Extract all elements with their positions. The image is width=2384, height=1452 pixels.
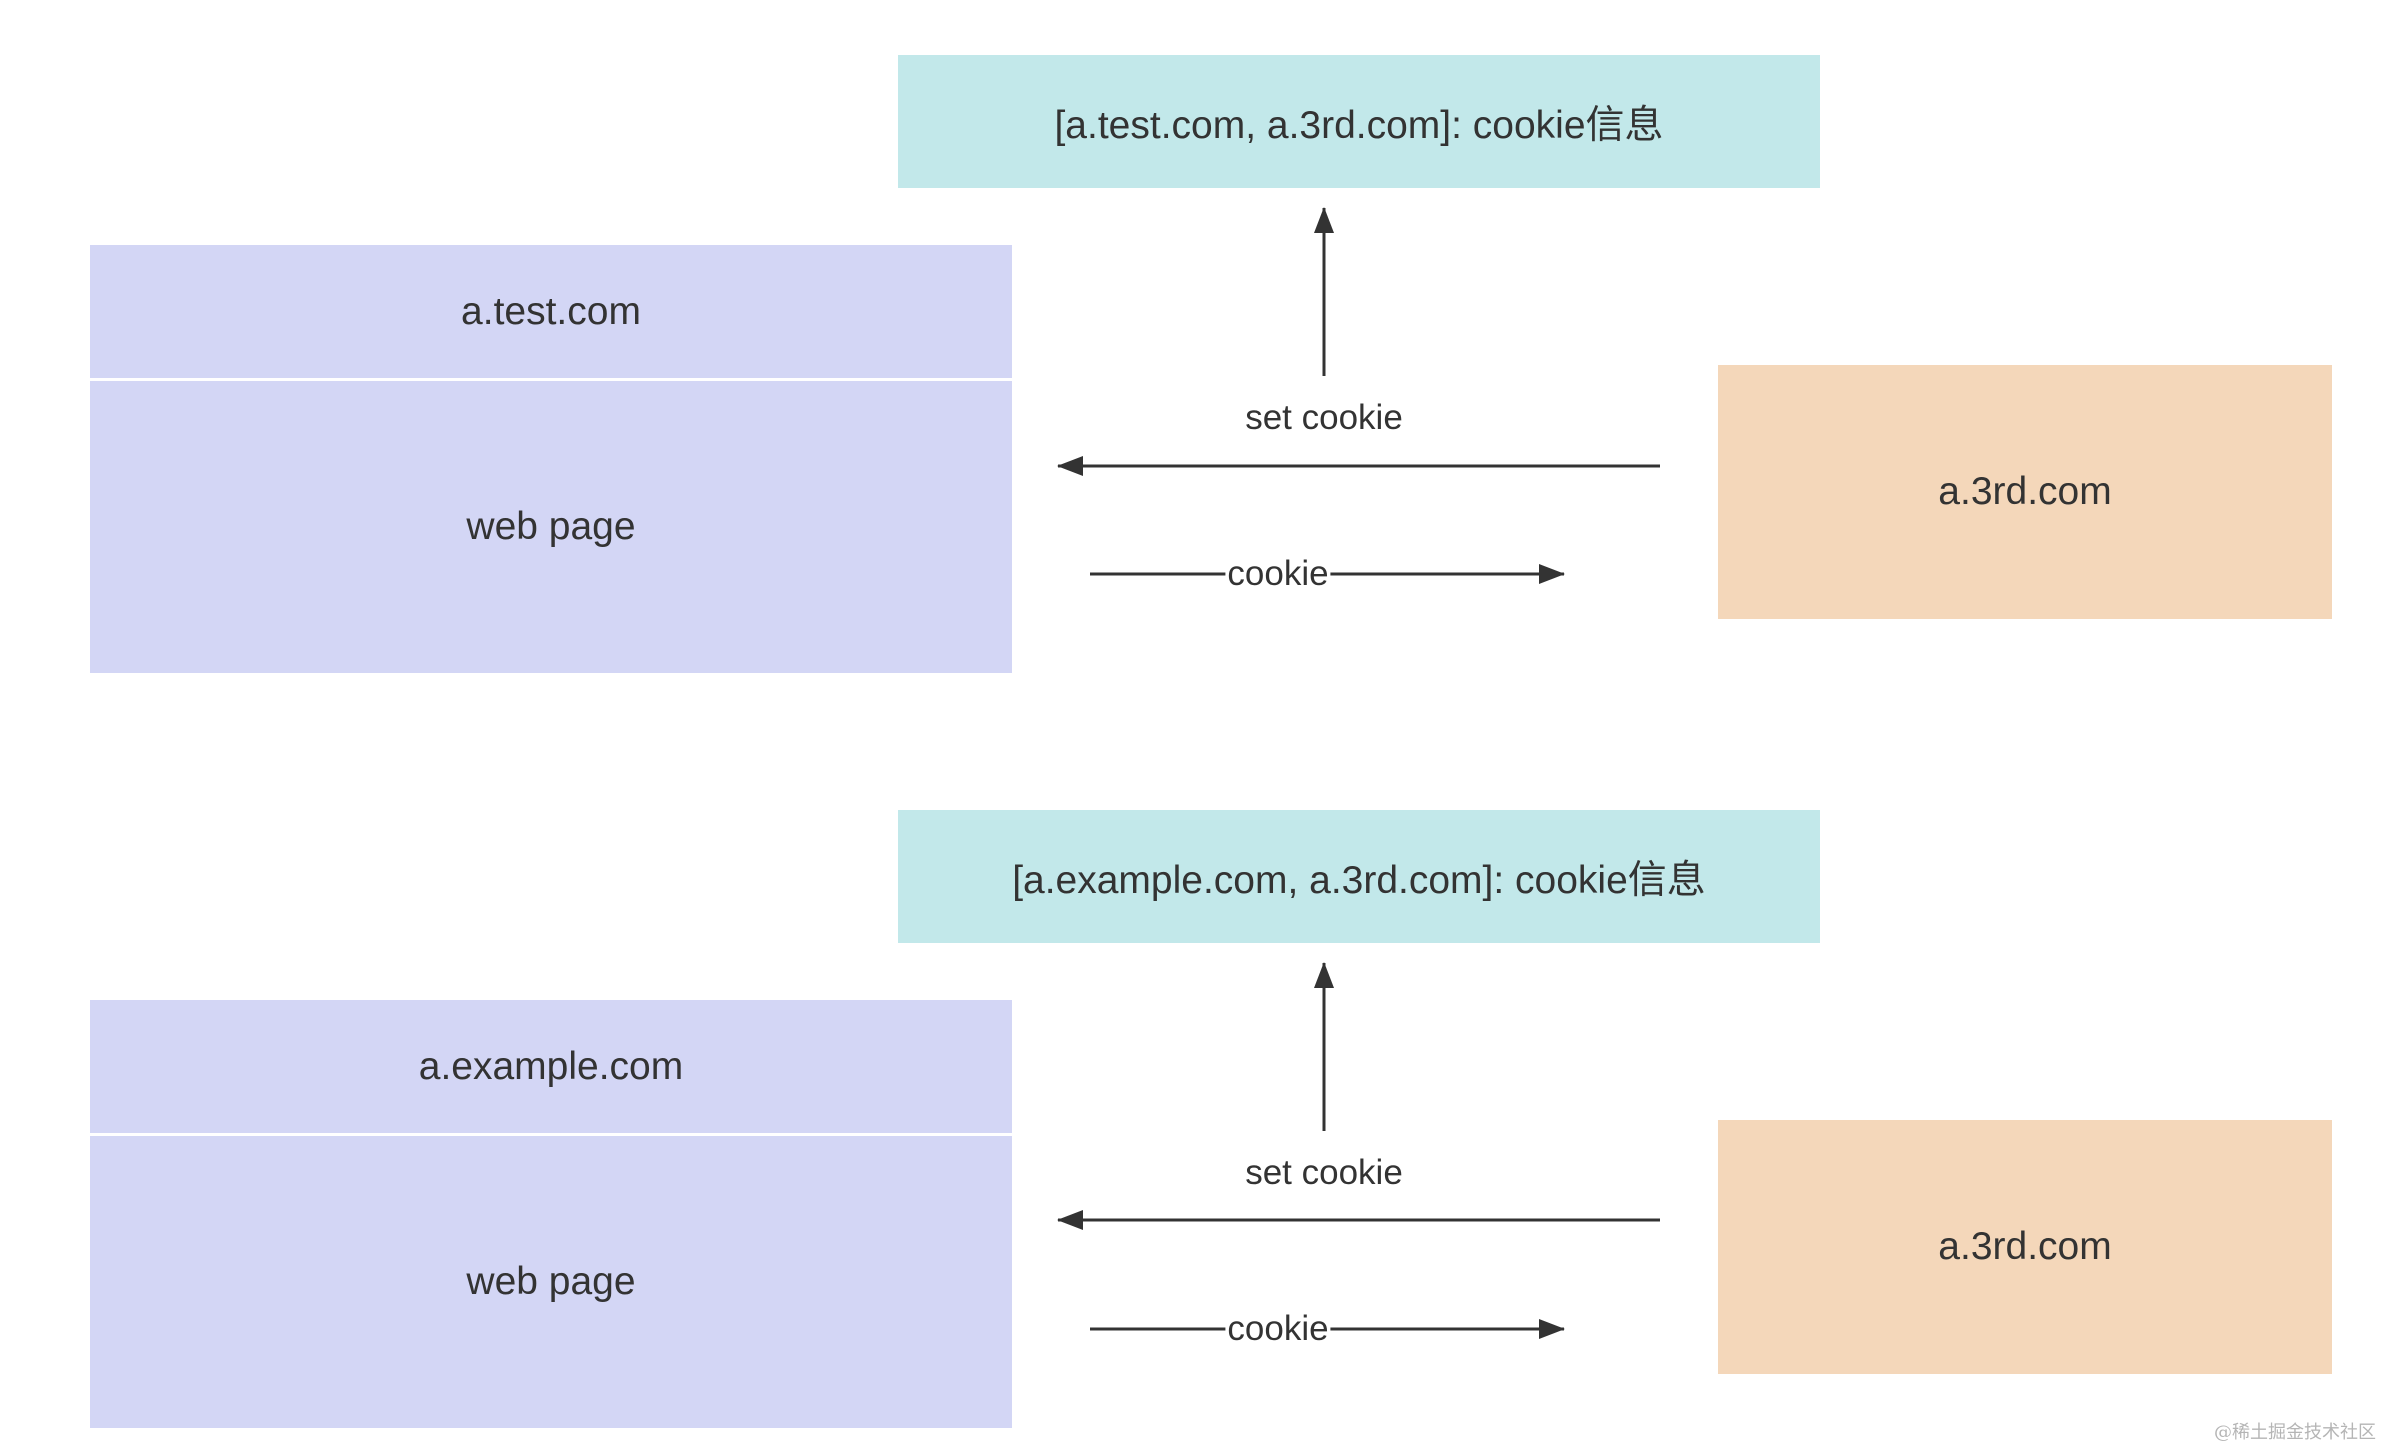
third-party-server-box-1: a.3rd.com bbox=[1718, 365, 2332, 619]
web-page-box-1: web page bbox=[90, 381, 1012, 673]
set-cookie-label-2: set cookie bbox=[1245, 1153, 1403, 1192]
cookie-label-1: cookie bbox=[1225, 554, 1331, 594]
storage-label-2: [a.example.com, a.3rd.com]: cookie信息 bbox=[1012, 858, 1706, 902]
third-party-server-box-2: a.3rd.com bbox=[1718, 1120, 2332, 1374]
storage-label-1: [a.test.com, a.3rd.com]: cookie信息 bbox=[1054, 103, 1664, 147]
web-page-label-2: web page bbox=[466, 1260, 636, 1303]
watermark: @稀土掘金技术社区 bbox=[2214, 1422, 2376, 1443]
cookie-label-2: cookie bbox=[1225, 1309, 1331, 1349]
partitioned-cookie-storage-2: [a.example.com, a.3rd.com]: cookie信息 bbox=[898, 810, 1820, 943]
web-page-label-1: web page bbox=[466, 505, 636, 548]
site-domain-label-1: a.test.com bbox=[461, 289, 641, 333]
web-page-box-2: web page bbox=[90, 1136, 1012, 1428]
third-party-label-2: a.3rd.com bbox=[1938, 1225, 2112, 1268]
site-domain-box-2: a.example.com bbox=[90, 1000, 1012, 1133]
site-domain-box-1: a.test.com bbox=[90, 245, 1012, 378]
site-domain-label-2: a.example.com bbox=[418, 1044, 684, 1088]
third-party-label-1: a.3rd.com bbox=[1938, 470, 2112, 513]
partitioned-cookie-storage-1: [a.test.com, a.3rd.com]: cookie信息 bbox=[898, 55, 1820, 188]
set-cookie-label-1: set cookie bbox=[1245, 398, 1403, 437]
